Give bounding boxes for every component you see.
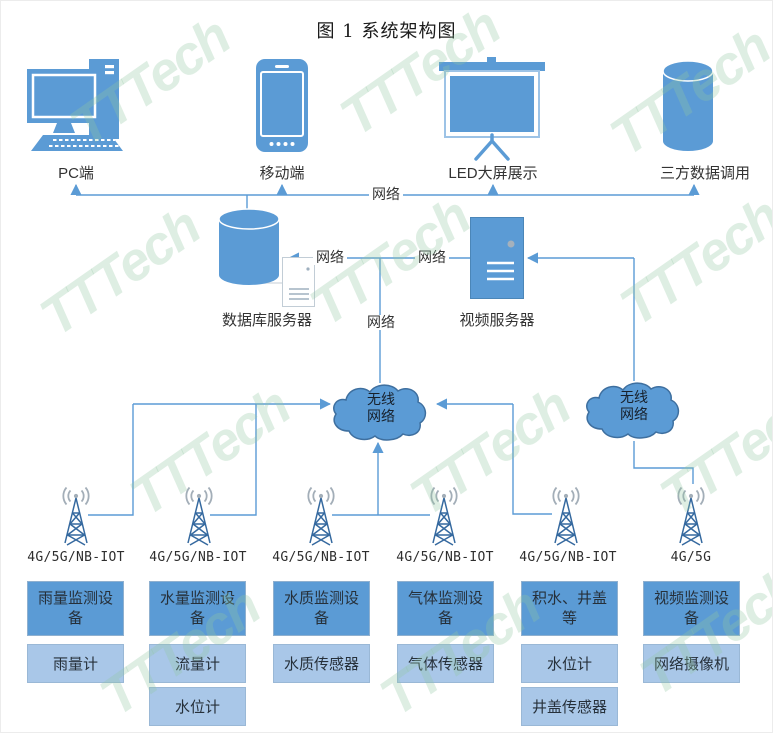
cell-tower-icon-3 (307, 486, 335, 546)
rightcloud-to-tower6-line (633, 441, 694, 484)
tower-label-6: 4G/5G (670, 550, 712, 565)
tower-label-5: 4G/5G/NB-IOT (519, 550, 617, 565)
device-column-waterflow: 水量监测设备 流量计 水位计 (149, 581, 246, 726)
tower1-feed-line (88, 404, 134, 516)
thirdparty-label: 三方数据调用 (659, 165, 751, 182)
tower-label-1: 4G/5G/NB-IOT (27, 550, 125, 565)
wireless-cloud-right: 无线网络 (582, 379, 686, 443)
device-item: 水位计 (521, 644, 618, 683)
tower-label-3: 4G/5G/NB-IOT (272, 550, 370, 565)
network-label-bus: 网络 (369, 187, 403, 202)
cell-tower-icon-5 (552, 486, 580, 546)
diagram-title: 图 1 系统架构图 (316, 21, 457, 42)
tower5-feed-line (512, 404, 552, 515)
tower-label-2: 4G/5G/NB-IOT (149, 550, 247, 565)
tower2-feed-line (210, 404, 257, 516)
device-column-rain: 雨量监测设备 雨量计 (27, 581, 124, 683)
device-item: 网络摄像机 (643, 644, 740, 683)
led-screen-icon (439, 57, 545, 161)
device-item: 雨量计 (27, 644, 124, 683)
device-category-header: 积水、井盖等 (521, 581, 618, 636)
database-server-label: 数据库服务器 (221, 312, 313, 329)
pc-label: PC端 (58, 165, 94, 182)
device-item: 水质传感器 (273, 644, 370, 683)
device-category-header: 气体监测设备 (397, 581, 494, 636)
device-column-gas: 气体监测设备 气体传感器 (397, 581, 494, 683)
device-category-header: 雨量监测设备 (27, 581, 124, 636)
video-server-icon (470, 217, 524, 299)
pc-icon (27, 59, 123, 151)
document-icon (282, 257, 315, 307)
device-category-header: 视频监测设备 (643, 581, 740, 636)
device-column-manhole: 积水、井盖等 水位计 井盖传感器 (521, 581, 618, 726)
wireless-cloud-left: 无线网络 (329, 381, 433, 445)
device-column-video: 视频监测设备 网络摄像机 (643, 581, 740, 683)
mobile-phone-icon (256, 59, 308, 152)
thirdparty-database-icon (662, 60, 714, 151)
tower-label-4: 4G/5G/NB-IOT (396, 550, 494, 565)
device-category-header: 水质监测设备 (273, 581, 370, 636)
device-item: 井盖传感器 (521, 687, 618, 726)
device-item: 水位计 (149, 687, 246, 726)
cell-tower-icon-4 (430, 486, 458, 546)
mobile-label: 移动端 (259, 165, 305, 182)
device-item: 气体传感器 (397, 644, 494, 683)
network-label-midleft: 网络 (313, 250, 347, 265)
database-server-icon (218, 208, 280, 285)
network-label-vertical: 网络 (364, 315, 398, 330)
device-column-waterquality: 水质监测设备 水质传感器 (273, 581, 370, 683)
device-item: 流量计 (149, 644, 246, 683)
cell-tower-icon-6 (677, 486, 705, 546)
cell-tower-icon-2 (185, 486, 213, 546)
led-label: LED大屏展示 (448, 165, 538, 182)
network-label-midright: 网络 (415, 250, 449, 265)
wireless-cloud-left-text: 无线网络 (367, 391, 395, 424)
device-category-header: 水量监测设备 (149, 581, 246, 636)
wireless-cloud-right-text: 无线网络 (620, 389, 648, 422)
cell-tower-icon-1 (62, 486, 90, 546)
cloud-icon (333, 384, 427, 441)
cloud-icon (586, 382, 680, 439)
video-server-label: 视频服务器 (459, 312, 535, 329)
